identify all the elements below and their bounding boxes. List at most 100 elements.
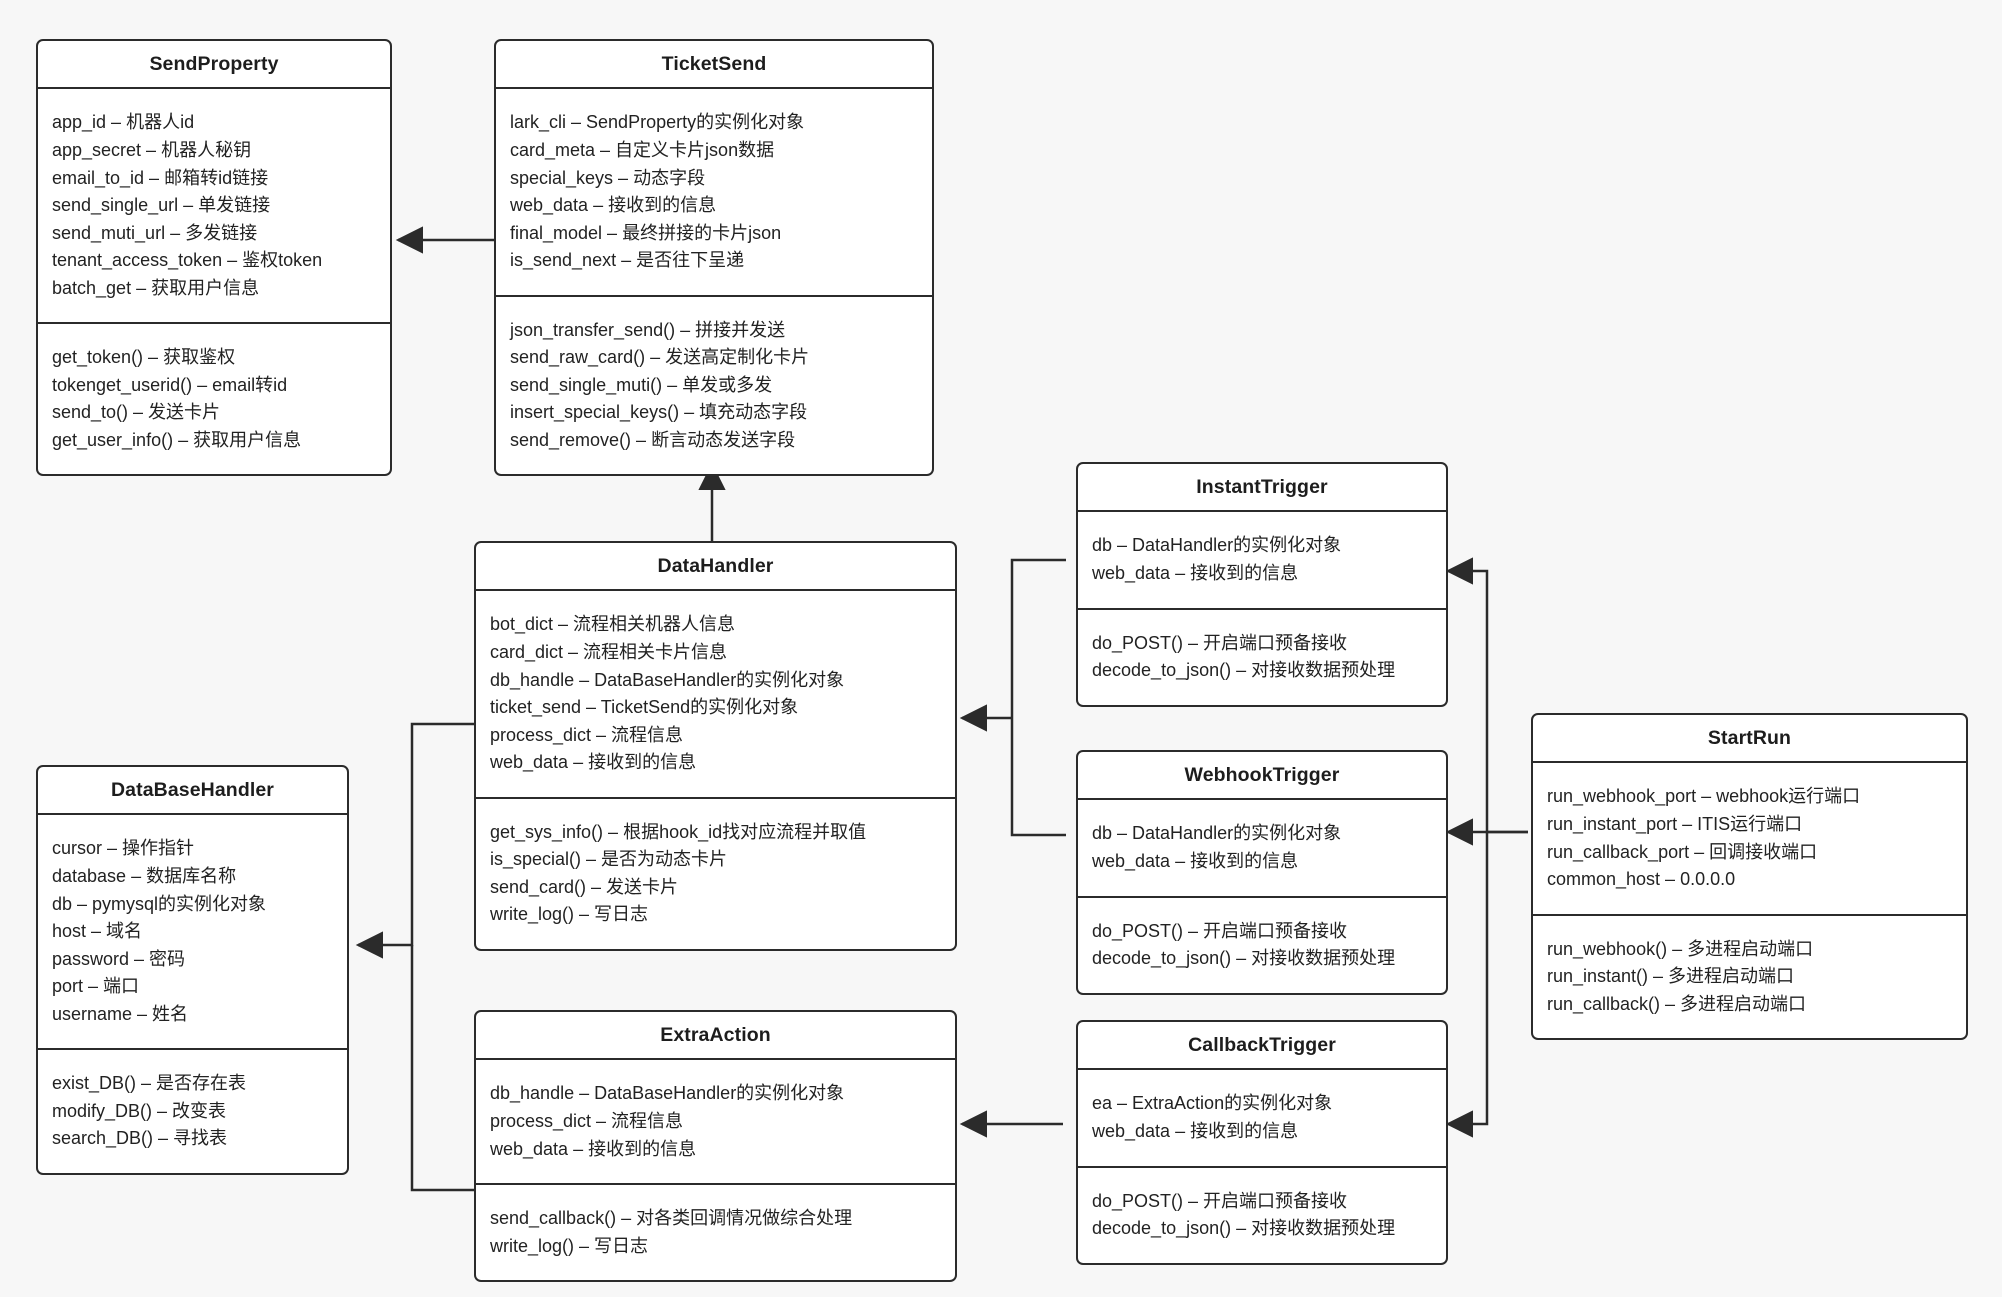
class-attributes-startrun: run_webhook_port – webhook运行端口 run_insta…	[1533, 763, 1966, 916]
attribute-row: db_handle – DataBaseHandler的实例化对象	[490, 669, 845, 690]
class-methods-sendproperty: get_token() – 获取鉴权 tokenget_userid() – e…	[38, 324, 390, 474]
method-row: do_POST() – 开启端口预备接收	[1092, 920, 1348, 941]
method-row: modify_DB() – 改变表	[52, 1100, 227, 1121]
method-row: json_transfer_send() – 拼接并发送	[510, 319, 786, 340]
attribute-row: tenant_access_token – 鉴权token	[52, 250, 323, 271]
class-title-sendproperty: SendProperty	[38, 41, 390, 90]
attribute-row: web_data – 接收到的信息	[1092, 850, 1299, 871]
attribute-row: card_dict – 流程相关卡片信息	[490, 641, 728, 662]
attribute-row: special_keys – 动态字段	[510, 167, 706, 188]
attribute-row: run_callback_port – 回调接收端口	[1547, 841, 1818, 862]
class-methods-datahandler: get_sys_info() – 根据hook_id找对应流程并取值 is_sp…	[476, 799, 955, 949]
method-row: exist_DB() – 是否存在表	[52, 1073, 247, 1094]
method-row: insert_special_keys() – 填充动态字段	[510, 402, 808, 423]
attribute-row: common_host – 0.0.0.0	[1547, 869, 1736, 890]
class-box-extraaction[interactable]: ExtraAction db_handle – DataBaseHandler的…	[474, 1010, 957, 1283]
method-row: send_single_muti() – 单发或多发	[510, 374, 773, 395]
class-box-sendproperty[interactable]: SendProperty app_id – 机器人id app_secret –…	[36, 39, 392, 477]
method-row: send_to() – 发送卡片	[52, 402, 221, 423]
attribute-row: app_id – 机器人id	[52, 112, 195, 133]
class-box-ticketsend[interactable]: TicketSend lark_cli – SendProperty的实例化对象…	[494, 39, 934, 477]
attribute-row: process_dict – 流程信息	[490, 724, 684, 745]
attribute-row: web_data – 接收到的信息	[510, 195, 717, 216]
class-box-webhooktrigger[interactable]: WebhookTrigger db – DataHandler的实例化对象 we…	[1076, 750, 1448, 995]
attribute-row: db – DataHandler的实例化对象	[1092, 535, 1342, 556]
attribute-row: web_data – 接收到的信息	[1092, 1120, 1299, 1141]
attribute-row: username – 姓名	[52, 1003, 189, 1024]
class-box-callbacktrigger[interactable]: CallbackTrigger ea – ExtraAction的实例化对象 w…	[1076, 1020, 1448, 1265]
attribute-row: batch_get – 获取用户信息	[52, 277, 260, 298]
attribute-row: web_data – 接收到的信息	[490, 1138, 697, 1159]
attribute-row: email_to_id – 邮箱转id链接	[52, 167, 269, 188]
class-attributes-datahandler: bot_dict – 流程相关机器人信息 card_dict – 流程相关卡片信…	[476, 591, 955, 799]
class-methods-extraaction: send_callback() – 对各类回调情况做综合处理 write_log…	[476, 1185, 955, 1280]
method-row: run_webhook() – 多进程启动端口	[1547, 938, 1814, 959]
method-row: run_callback() – 多进程启动端口	[1547, 993, 1807, 1014]
attribute-row: run_instant_port – ITIS运行端口	[1547, 813, 1803, 834]
attribute-row: bot_dict – 流程相关机器人信息	[490, 614, 736, 635]
method-row: get_token() – 获取鉴权	[52, 347, 236, 368]
method-row: is_special() – 是否为动态卡片	[490, 849, 728, 870]
attribute-row: password – 密码	[52, 948, 186, 969]
class-attributes-extraaction: db_handle – DataBaseHandler的实例化对象 proces…	[476, 1060, 955, 1186]
method-row: write_log() – 写日志	[490, 904, 649, 925]
class-box-startrun[interactable]: StartRun run_webhook_port – webhook运行端口 …	[1531, 713, 1968, 1041]
class-attributes-webhooktrigger: db – DataHandler的实例化对象 web_data – 接收到的信息	[1078, 800, 1446, 898]
attribute-row: app_secret – 机器人秘钥	[52, 139, 252, 160]
attribute-row: ticket_send – TicketSend的实例化对象	[490, 697, 799, 718]
attribute-row: web_data – 接收到的信息	[490, 752, 697, 773]
method-row: do_POST() – 开启端口预备接收	[1092, 1190, 1348, 1211]
attribute-row: lark_cli – SendProperty的实例化对象	[510, 112, 805, 133]
class-attributes-callbacktrigger: ea – ExtraAction的实例化对象 web_data – 接收到的信息	[1078, 1070, 1446, 1168]
attribute-row: run_webhook_port – webhook运行端口	[1547, 786, 1861, 807]
class-attributes-sendproperty: app_id – 机器人id app_secret – 机器人秘钥 email_…	[38, 89, 390, 325]
method-row: do_POST() – 开启端口预备接收	[1092, 632, 1348, 653]
attribute-row: db – DataHandler的实例化对象	[1092, 823, 1342, 844]
method-row: get_sys_info() – 根据hook_id找对应流程并取值	[490, 821, 867, 842]
method-row: tokenget_userid() – email转id	[52, 374, 288, 395]
method-row: send_remove() – 断言动态发送字段	[510, 429, 796, 450]
class-box-datahandler[interactable]: DataHandler bot_dict – 流程相关机器人信息 card_di…	[474, 541, 957, 951]
class-attributes-databasehandler: cursor – 操作指针 database – 数据库名称 db – pymy…	[38, 815, 347, 1051]
attribute-row: database – 数据库名称	[52, 865, 237, 886]
method-row: decode_to_json() – 对接收数据预处理	[1092, 660, 1396, 681]
attribute-row: cursor – 操作指针	[52, 838, 195, 859]
attribute-row: send_single_url – 单发链接	[52, 195, 271, 216]
class-title-databasehandler: DataBaseHandler	[38, 767, 347, 816]
attribute-row: web_data – 接收到的信息	[1092, 562, 1299, 583]
attribute-row: host – 域名	[52, 921, 143, 942]
method-row: send_raw_card() – 发送高定制化卡片	[510, 347, 810, 368]
class-methods-ticketsend: json_transfer_send() – 拼接并发送 send_raw_ca…	[496, 297, 932, 475]
class-title-extraaction: ExtraAction	[476, 1012, 955, 1061]
class-methods-instanttrigger: do_POST() – 开启端口预备接收 decode_to_json() – …	[1078, 610, 1446, 705]
class-box-instanttrigger[interactable]: InstantTrigger db – DataHandler的实例化对象 we…	[1076, 462, 1448, 707]
method-row: search_DB() – 寻找表	[52, 1128, 228, 1149]
class-box-databasehandler[interactable]: DataBaseHandler cursor – 操作指针 database –…	[36, 765, 349, 1175]
class-title-datahandler: DataHandler	[476, 543, 955, 592]
attribute-row: db_handle – DataBaseHandler的实例化对象	[490, 1083, 845, 1104]
method-row: get_user_info() – 获取用户信息	[52, 429, 302, 450]
class-title-instanttrigger: InstantTrigger	[1078, 464, 1446, 513]
attribute-row: db – pymysql的实例化对象	[52, 893, 267, 914]
attribute-row: port – 端口	[52, 976, 140, 997]
attribute-row: card_meta – 自定义卡片json数据	[510, 139, 775, 160]
class-methods-webhooktrigger: do_POST() – 开启端口预备接收 decode_to_json() – …	[1078, 898, 1446, 993]
method-row: write_log() – 写日志	[490, 1235, 649, 1256]
attribute-row: is_send_next – 是否往下呈递	[510, 250, 745, 271]
attribute-row: final_model – 最终拼接的卡片json	[510, 222, 782, 243]
method-row: send_card() – 发送卡片	[490, 876, 679, 897]
class-attributes-instanttrigger: db – DataHandler的实例化对象 web_data – 接收到的信息	[1078, 512, 1446, 610]
method-row: send_callback() – 对各类回调情况做综合处理	[490, 1208, 853, 1229]
method-row: run_instant() – 多进程启动端口	[1547, 966, 1795, 987]
class-title-startrun: StartRun	[1533, 715, 1966, 764]
method-row: decode_to_json() – 对接收数据预处理	[1092, 1218, 1396, 1239]
class-methods-databasehandler: exist_DB() – 是否存在表 modify_DB() – 改变表 sea…	[38, 1050, 347, 1173]
class-title-ticketsend: TicketSend	[496, 41, 932, 90]
attribute-row: process_dict – 流程信息	[490, 1110, 684, 1131]
edge-triggers-to-datahandler	[959, 558, 1066, 837]
class-title-callbacktrigger: CallbackTrigger	[1078, 1022, 1446, 1071]
method-row: decode_to_json() – 对接收数据预处理	[1092, 948, 1396, 969]
class-methods-startrun: run_webhook() – 多进程启动端口 run_instant() – …	[1533, 916, 1966, 1039]
class-attributes-ticketsend: lark_cli – SendProperty的实例化对象 card_meta …	[496, 89, 932, 297]
